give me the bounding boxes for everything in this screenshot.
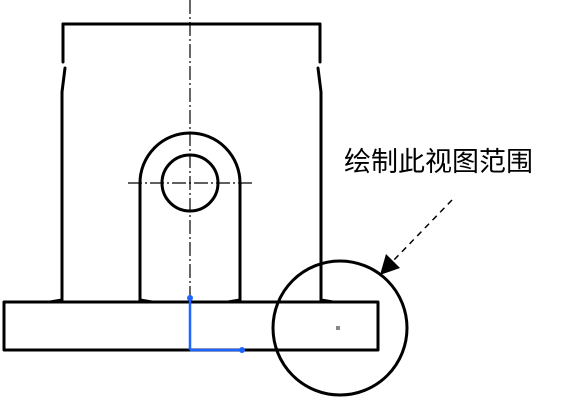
body-right-wall: [316, 22, 323, 302]
marker-point: [336, 326, 340, 330]
ucs-icon: [187, 295, 245, 353]
lug-outline: [138, 131, 242, 302]
callout-label: 绘制此视图范围: [344, 147, 533, 178]
leader-line: [391, 199, 453, 263]
bore-hole: [160, 153, 220, 213]
base-fillets: [48, 298, 335, 304]
base-plate: [2, 300, 380, 352]
leader-arrowhead: [380, 254, 400, 275]
body-left-wall: [60, 22, 67, 302]
detail-view-circle[interactable]: [271, 259, 409, 397]
